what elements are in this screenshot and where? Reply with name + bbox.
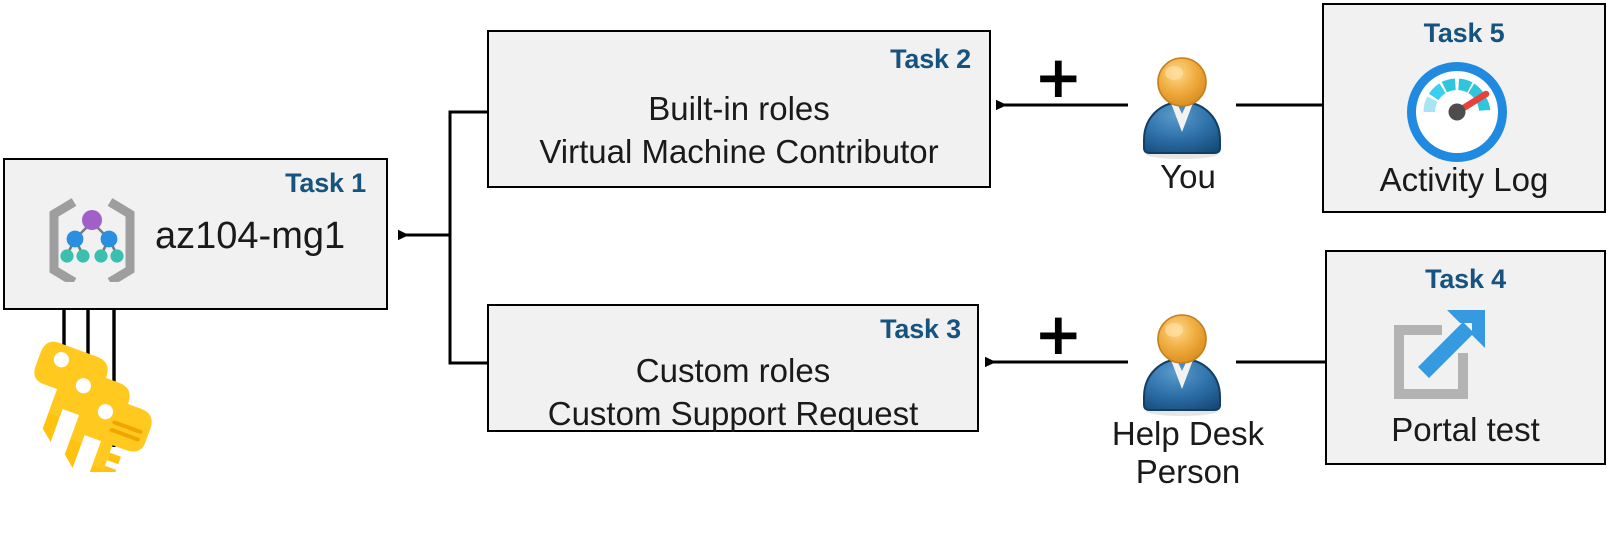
task3-line2: Custom Support Request [547, 394, 919, 432]
task2-box[interactable]: Task 2 Built-in roles Virtual Machine Co… [487, 30, 991, 188]
task1-box[interactable]: Task 1 az104-mg1 [3, 158, 388, 310]
task3-line1: Custom roles [635, 352, 831, 389]
user-icon-you [1128, 56, 1236, 160]
task3-text: Custom roles Custom Support Request [489, 350, 977, 436]
external-link-icon [1385, 300, 1495, 408]
task3-label: Task 3 [880, 314, 961, 344]
task1-resource-name: az104-mg1 [155, 215, 346, 257]
task2-text: Built-in roles Virtual Machine Contribut… [489, 88, 989, 174]
task2-label: Task 2 [890, 44, 971, 74]
gauge-icon [1403, 58, 1511, 166]
task3-box[interactable]: Task 3 Custom roles Custom Support Reque… [487, 304, 979, 432]
bracket-connector [398, 110, 487, 365]
user-icon-helpdesk [1128, 313, 1236, 417]
task2-line1: Built-in roles [648, 90, 830, 127]
you-label: You [1160, 158, 1216, 195]
task4-label: Task 4 [1425, 264, 1506, 294]
keys-icon [22, 334, 154, 494]
task4-caption: Portal test [1391, 411, 1540, 448]
task1-label: Task 1 [285, 168, 366, 198]
task2-line2: Virtual Machine Contributor [539, 132, 939, 170]
management-group-icon [44, 196, 140, 286]
plus-sign-you: + [1034, 43, 1083, 111]
helpdesk-label: Help Desk Person [1111, 415, 1265, 491]
task5-label: Task 5 [1423, 18, 1505, 48]
plus-sign-helpdesk: + [1034, 300, 1083, 368]
task5-caption: Activity Log [1379, 161, 1549, 198]
